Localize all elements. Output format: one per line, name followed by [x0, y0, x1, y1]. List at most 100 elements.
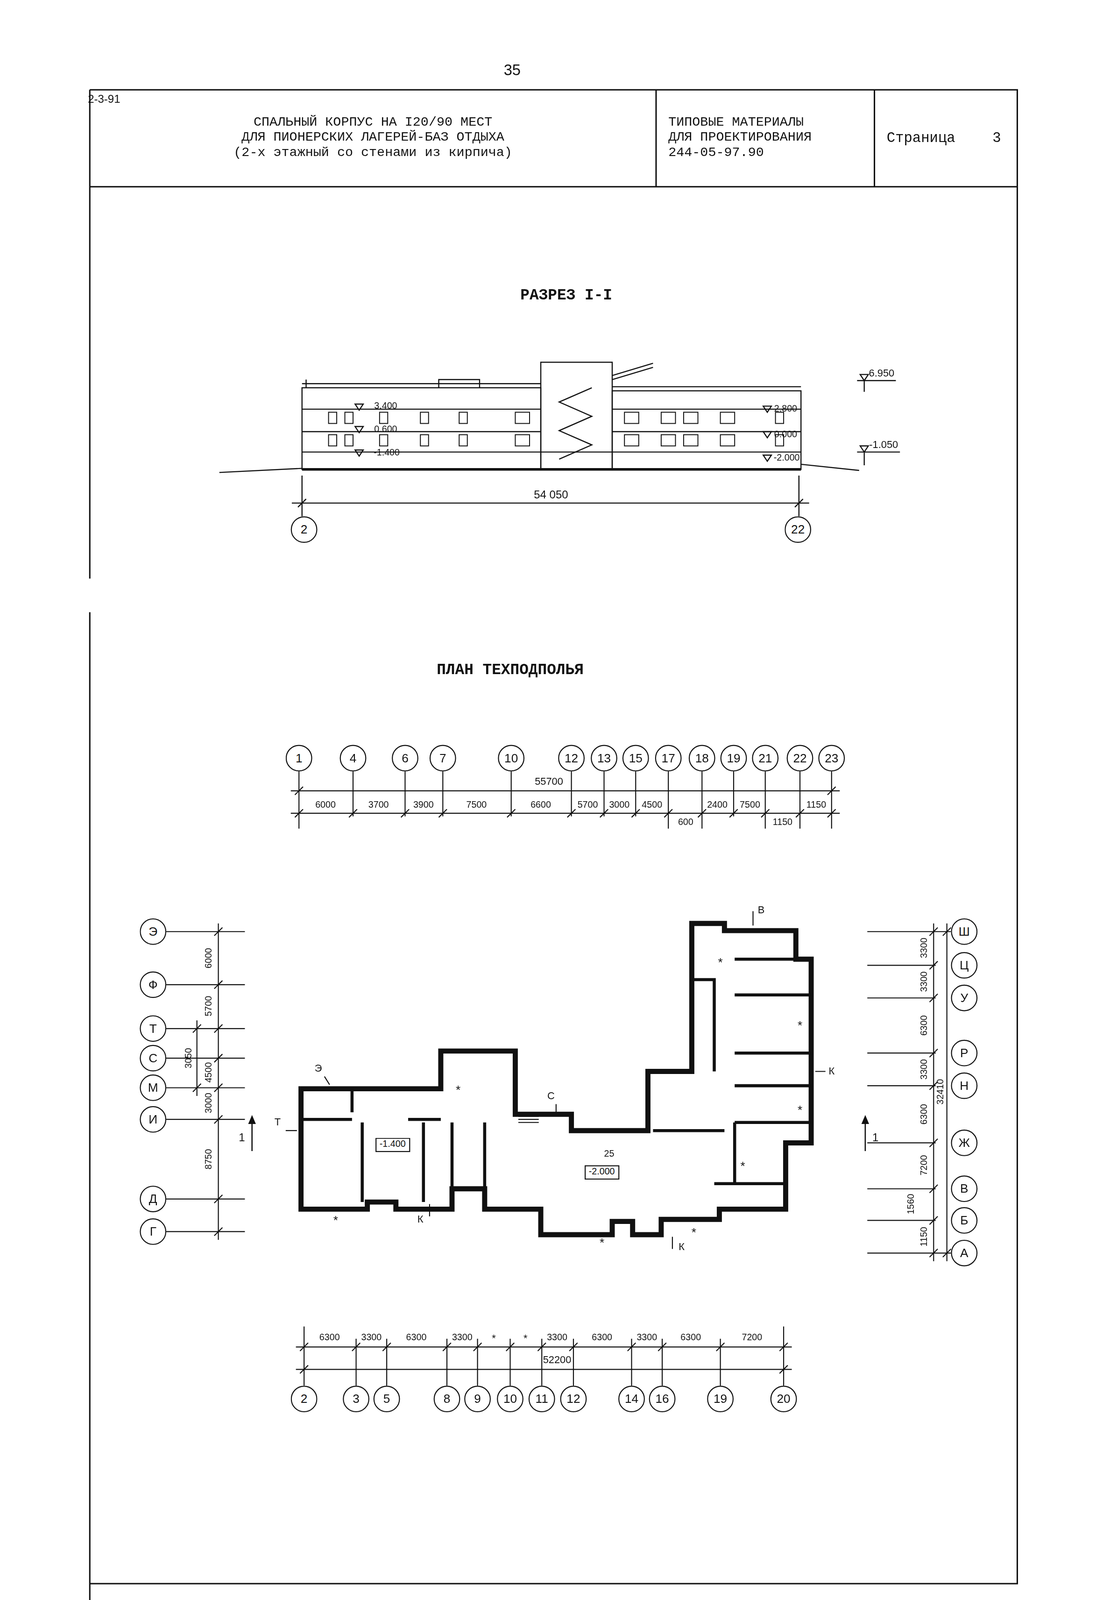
axis-bubble: 2 — [290, 516, 318, 543]
axis-label: 1 — [295, 751, 303, 764]
axis-bubble: 3 — [342, 1385, 370, 1412]
axis-bubble: 17 — [655, 744, 682, 772]
dimension: * — [523, 1333, 528, 1344]
dimension: 3050 — [183, 1047, 194, 1068]
axis-label: 7 — [439, 751, 447, 764]
axis-bubble: А — [950, 1239, 978, 1266]
axis-label: 10 — [503, 1392, 517, 1405]
axis-label: 12 — [566, 1392, 580, 1405]
axis-label: В — [960, 1182, 969, 1195]
axis-label: 18 — [695, 751, 709, 764]
axis-label: 5 — [383, 1392, 391, 1405]
dimension: 7200 — [741, 1332, 763, 1343]
dimension: 3300 — [452, 1332, 473, 1343]
axis-bubble: В — [950, 1174, 978, 1202]
axis-bubble: 22 — [784, 516, 812, 543]
axis-bubble: 9 — [464, 1385, 491, 1412]
axis-label: 23 — [824, 751, 839, 764]
axis-bubble: 5 — [373, 1385, 401, 1412]
axis-label: 8 — [443, 1392, 451, 1405]
axis-label: 14 — [624, 1392, 639, 1405]
dimension: 1150 — [772, 817, 793, 828]
dimension: 3700 — [368, 800, 389, 810]
axis-bubble: 2 — [290, 1385, 318, 1412]
axis-label: 10 — [504, 751, 518, 764]
room-mark: * — [599, 1236, 605, 1249]
title-text: ТИПОВЫЕ МАТЕРИАЛЫ ДЛЯ ПРОЕКТИРОВАНИЯ 244… — [668, 115, 818, 162]
title-block-cell: Страница3 — [874, 89, 1018, 187]
entry-mark: К — [678, 1241, 685, 1252]
axis-bubble: 20 — [770, 1385, 798, 1412]
dimension: 4500 — [641, 800, 663, 810]
axis-bubble: Э — [139, 918, 167, 945]
axis-bubble: Ш — [950, 918, 978, 945]
sheet-code: 2-3-91 — [87, 93, 121, 105]
axis-bubble: 13 — [590, 744, 618, 772]
title-text: СПАЛЬНЫЙ КОРПУС НА I20/90 МЕСТ ДЛЯ ПИОНЕ… — [239, 115, 507, 146]
room-mark: * — [691, 1226, 697, 1239]
dimension: 6300 — [406, 1332, 427, 1343]
axis-bubble: 19 — [720, 744, 748, 772]
dimension: 25 — [604, 1149, 615, 1159]
axis-label: А — [960, 1246, 969, 1259]
axis-bubble: 15 — [622, 744, 650, 772]
axis-bubble: Р — [950, 1039, 978, 1067]
dimension: 6300 — [919, 1014, 930, 1036]
dimension: 3300 — [919, 1058, 930, 1080]
axis-bubble: Ц — [950, 951, 978, 979]
axis-label: 16 — [655, 1392, 669, 1405]
dimension: 6300 — [919, 1103, 930, 1125]
dimension: 2400 — [707, 800, 728, 810]
axis-bubble: Ф — [139, 970, 167, 998]
dimension: 7500 — [466, 800, 488, 810]
dimension: * — [491, 1333, 496, 1344]
axis-bubble: 18 — [688, 744, 716, 772]
dimension: 3300 — [546, 1332, 568, 1343]
dimension: 32410 — [936, 1078, 946, 1105]
elevation: -2.000 — [773, 453, 800, 463]
axis-label: Р — [960, 1046, 969, 1059]
section-mark: 1 — [238, 1131, 245, 1143]
axis-bubble: 7 — [429, 744, 457, 772]
basement-plan — [248, 911, 869, 1249]
axis-label: 3 — [352, 1392, 360, 1405]
room-mark: * — [333, 1213, 339, 1226]
title-block-cell: СПАЛЬНЫЙ КОРПУС НА I20/90 МЕСТ ДЛЯ ПИОНЕ… — [89, 89, 657, 187]
axis-label: И — [148, 1112, 158, 1125]
axis-label: 12 — [564, 751, 579, 764]
entry-mark: Т — [274, 1117, 281, 1128]
dimension: 7200 — [919, 1154, 930, 1176]
room-mark: * — [455, 1083, 461, 1096]
dimension: 6000 — [204, 947, 214, 969]
axis-bubble: 1 — [285, 744, 313, 772]
axis-bubble: С — [139, 1044, 167, 1072]
axis-label: 20 — [776, 1392, 791, 1405]
axis-label: Т — [149, 1022, 157, 1035]
axis-label: 21 — [758, 751, 772, 764]
axis-label: 9 — [473, 1392, 481, 1405]
elevation: 0.600 — [374, 424, 397, 435]
axis-label: 4 — [349, 751, 357, 764]
entry-mark: С — [547, 1090, 555, 1101]
axis-label: 6 — [401, 751, 409, 764]
dimension: 1150 — [919, 1226, 930, 1246]
axis-label: Ш — [958, 925, 970, 938]
dimension: 55700 — [534, 776, 564, 787]
view-title: ПЛАН ТЕХПОДПОЛЬЯ — [436, 662, 584, 679]
dimension: 5700 — [577, 800, 599, 810]
dimension: 8750 — [204, 1148, 214, 1169]
dimension: 1560 — [906, 1193, 916, 1215]
axis-bubble: 10 — [497, 744, 525, 772]
dimension: 3300 — [919, 937, 930, 958]
dimension: 5700 — [204, 995, 214, 1017]
elevation-box: -2.000 — [584, 1164, 619, 1179]
axis-bubble: 19 — [707, 1385, 734, 1412]
axis-bubble: 11 — [528, 1385, 556, 1412]
room-mark: * — [740, 1159, 746, 1173]
axis-label: Г — [149, 1224, 157, 1238]
axis-label: 17 — [661, 751, 676, 764]
elevation: 0.000 — [774, 430, 798, 440]
page-number: 35 — [503, 61, 521, 78]
axis-label: Ц — [959, 958, 969, 971]
axis-label: 2 — [300, 523, 308, 536]
